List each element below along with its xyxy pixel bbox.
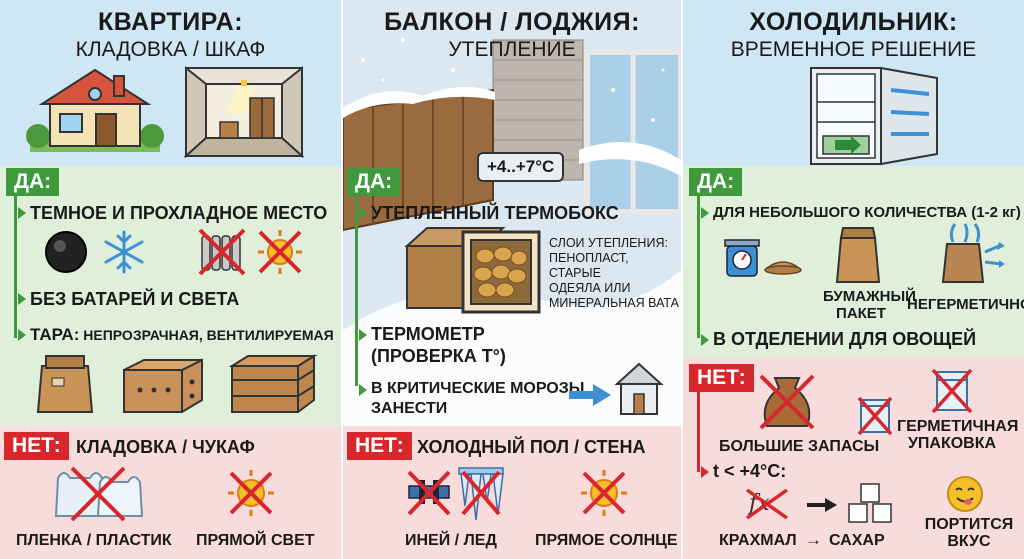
sun-crossed-icon — [228, 470, 274, 516]
balcony-no-caption-2: ПРЯМОЕ СОЛНЦЕ — [535, 532, 678, 549]
sun-crossed-icon — [258, 230, 302, 274]
apartment-no-heading: КЛАДОВКА / ЧУКАФ — [76, 437, 255, 457]
ventilated-bag-icon — [941, 223, 1005, 283]
apartment-yes-item-1: ТЕМНОЕ И ПРОХЛАДНОЕ МЕСТО — [30, 203, 328, 223]
apartment-subtitle: КЛАДОВКА / ШКАФ — [75, 38, 266, 61]
starch-label: КРАХМАЛ — [719, 532, 797, 549]
face-emoji-icon — [947, 476, 983, 512]
arrow-icon — [18, 293, 26, 305]
fridge-yes-item-1: ДЛЯ НЕБОЛЬШОГО КОЛИЧЕСТВА (1-2 кг) — [713, 204, 1021, 221]
balcony-subtitle: УТЕПЛЕНИЕ — [448, 38, 576, 61]
cardboard-box-icon — [123, 358, 203, 413]
paper-bag-icon — [36, 355, 94, 413]
paper-bag-caption-line-1: БУМАЖНЫЙ — [823, 288, 916, 305]
fridge-subtitle: ВРЕМЕННОЕ РЕШЕНИЕ — [730, 38, 977, 61]
taste-caption-line-2: ВКУС — [947, 533, 991, 550]
apartment-yes-line — [14, 196, 17, 338]
insulation-note: СЛОИ УТЕПЛЕНИЯ: ПЕНОПЛАСТ, СТАРЫЕ ОДЕЯЛА… — [549, 236, 681, 311]
fridge-no-tag: НЕТ: — [689, 364, 754, 392]
balcony-yes-item-3b: ЗАНЕСТИ — [371, 400, 448, 417]
temperature-rule: t < +4°C: — [713, 461, 787, 481]
snowflake-icon — [104, 230, 144, 274]
balcony-yes-line — [355, 196, 358, 386]
divider — [681, 0, 683, 559]
fridge-yes-tag: ДА: — [689, 168, 743, 196]
starch-crossed-icon: fx — [745, 488, 789, 520]
fridge-yes-line — [697, 196, 700, 338]
balcony-yes-item-2b: (ПРОВЕРКА T°) — [371, 346, 506, 366]
insulation-note-line-4: МИНЕРАЛЬНАЯ ВАТА — [549, 296, 679, 310]
balcony-yes-item-1: УТЕПЛЕННЫЙ ТЕРМОБОКС — [371, 203, 619, 223]
apartment-yes-tag: ДА: — [6, 168, 60, 196]
apartment-no-caption-2: ПРЯМОЙ СВЕТ — [196, 532, 315, 549]
house-small-icon — [614, 362, 664, 415]
balcony-yes-item-3: В КРИТИЧЕСКИЕ МОРОЗЫ — [371, 380, 585, 397]
sugar-cubes-icon — [848, 483, 892, 523]
paper-bag-caption: БУМАЖНЫЙ ПАКЕТ — [823, 288, 916, 322]
fridge-no-line — [697, 392, 700, 472]
pantry-room-icon — [183, 65, 305, 159]
svg-text:fx: fx — [747, 491, 770, 516]
arrow-icon — [359, 329, 367, 341]
house-icon — [26, 68, 164, 152]
scale-icon — [724, 239, 802, 277]
fridge-yes-item-2: В ОТДЕЛЕНИИ ДЛЯ ОВОЩЕЙ — [713, 329, 977, 349]
balcony-title: БАЛКОН / ЛОДЖИЯ: — [384, 8, 640, 36]
bring-inside-arrow-icon — [569, 384, 611, 406]
thermobox-icon — [404, 227, 541, 314]
tara-rest: НЕПРОЗРАЧНАЯ, ВЕНТИЛИРУЕМАЯ — [79, 327, 334, 343]
apartment-title: КВАРТИРА: — [97, 8, 244, 36]
balcony-yes-item-2: ТЕРМОМЕТР — [371, 324, 485, 344]
sugar-label: САХАР — [829, 532, 885, 549]
column-balcony: БАЛКОН / ЛОДЖИЯ: УТЕПЛЕНИЕ ДА: +4..+7°C … — [343, 0, 681, 559]
wooden-crate-icon — [228, 354, 318, 413]
fridge-title: ХОЛОДИЛЬНИК: — [749, 8, 958, 36]
frost-pipe-crossed-icon — [407, 470, 451, 516]
apartment-yes-item-2: БЕЗ БАТАРЕЙ И СВЕТА — [30, 289, 240, 309]
arrow-icon — [18, 329, 26, 341]
apartment-tara-line: ТАРА: НЕПРОЗРАЧНАЯ, ВЕНТИЛИРУЕМАЯ — [30, 324, 334, 346]
insulation-note-line-2: ПЕНОПЛАСТ, СТАРЫЕ — [549, 251, 629, 280]
arrow-icon — [701, 466, 709, 478]
sealed-bag-crossed-icon — [857, 396, 893, 436]
sun-crossed-icon — [581, 470, 627, 516]
icicles-crossed-icon — [458, 467, 504, 521]
arrow-icon — [359, 384, 367, 396]
fridge-no-caption-1: БОЛЬШИЕ ЗАПАСЫ — [719, 438, 880, 455]
arrow-icon — [18, 207, 26, 219]
dark-circle-icon — [45, 231, 87, 273]
arrow-icon — [701, 334, 709, 346]
apartment-no-caption-1: ПЛЕНКА / ПЛАСТИК — [16, 532, 172, 549]
taste-caption-line-1: ПОРТИТСЯ — [924, 516, 1014, 533]
conversion-arrow: → — [805, 530, 822, 549]
column-fridge: ХОЛОДИЛЬНИК: ВРЕМЕННОЕ РЕШЕНИЕ ДА: ДЛЯ Н… — [683, 0, 1024, 559]
arrow-icon — [359, 207, 367, 219]
radiator-crossed-icon — [198, 228, 246, 276]
balcony-yes-tag: ДА: — [347, 168, 401, 196]
non-sealed-caption: НЕГЕРМЕТИЧНО — [907, 296, 1024, 313]
insulation-note-line-3: ОДЕЯЛА ИЛИ — [549, 281, 631, 295]
temperature-badge: +4..+7°C — [477, 152, 565, 182]
tara-bold: ТАРА: — [30, 325, 80, 344]
paper-bag-icon — [835, 227, 881, 283]
fridge-icon — [810, 66, 938, 166]
fridge-no-caption-2-line-1: ГЕРМЕТИЧНАЯ — [897, 418, 1019, 435]
convert-arrow-icon — [807, 498, 837, 512]
divider — [341, 0, 343, 559]
apartment-no-tag: НЕТ: — [4, 432, 69, 460]
plastic-bags-crossed-icon — [54, 466, 144, 522]
insulation-note-line-1: СЛОИ УТЕПЛЕНИЯ: — [549, 236, 668, 250]
balcony-no-tag: НЕТ: — [347, 432, 412, 460]
balcony-no-heading: ХОЛОДНЫЙ ПОЛ / СТЕНА — [417, 437, 646, 457]
balcony-no-caption-1: ИНЕЙ / ЛЕД — [405, 532, 497, 549]
sealed-package-crossed-icon — [931, 368, 973, 414]
column-apartment: КВАРТИРА: КЛАДОВКА / ШКАФ — [0, 0, 341, 559]
taste-caption: ПОРТИТСЯ ВКУС — [921, 516, 1017, 550]
fridge-no-caption-2: ГЕРМЕТИЧНАЯ УПАКОВКА — [897, 418, 1019, 452]
arrow-icon — [701, 207, 709, 219]
paper-bag-caption-line-2: ПАКЕТ — [836, 305, 886, 322]
fridge-no-caption-2-line-2: УПАКОВКА — [907, 435, 997, 452]
sack-crossed-icon — [759, 374, 815, 430]
